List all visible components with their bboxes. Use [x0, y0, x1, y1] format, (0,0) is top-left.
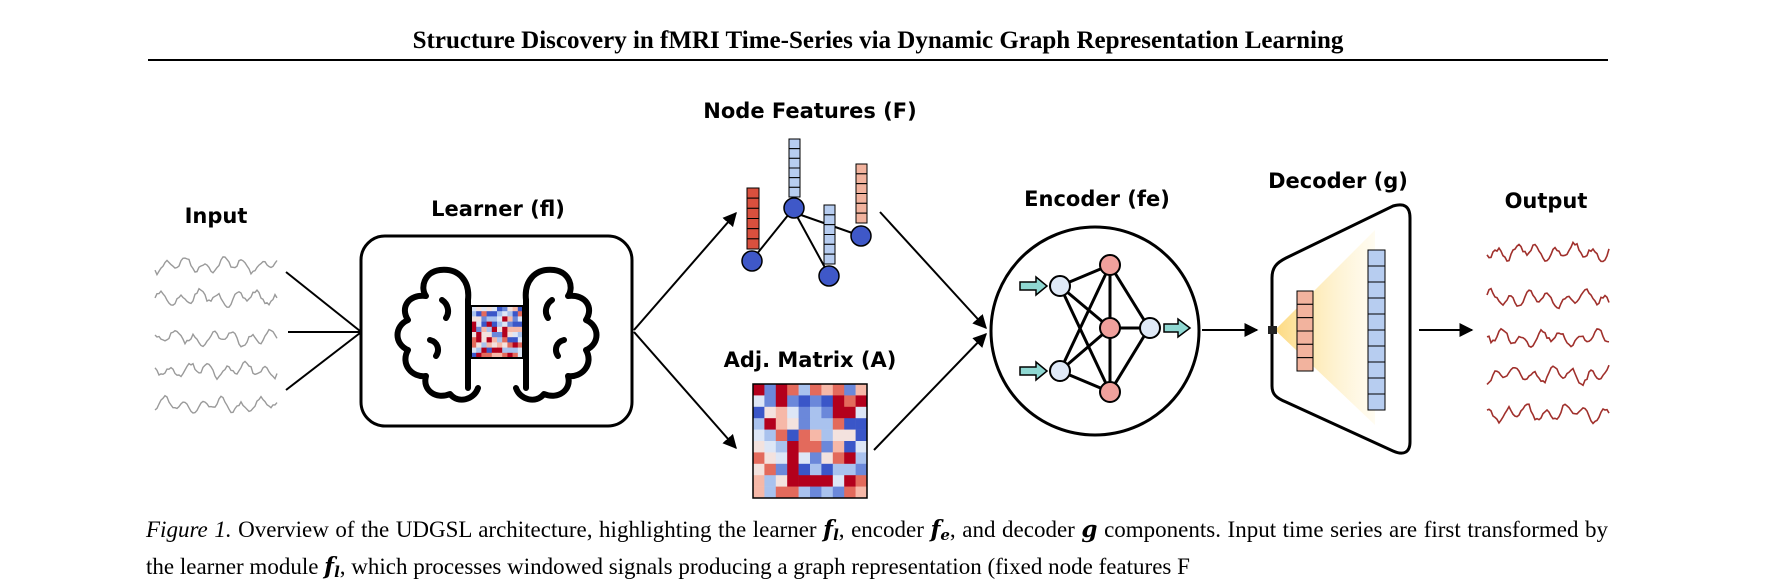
caption-text: first transformed by the learner module: [146, 517, 1609, 579]
figure-caption: Figure 1. Overview of the UDGSL architec…: [146, 514, 1608, 588]
caption-figure-label: Figure 1.: [146, 517, 232, 542]
arrow-learner-to-matrix: [633, 331, 737, 450]
arrow-features-to-encoder: [879, 211, 987, 330]
encoder-circle: [989, 225, 1201, 437]
signal-line: [154, 360, 278, 381]
signal-line: [1486, 403, 1610, 425]
decoder-trapezoid-icon: [1268, 203, 1412, 455]
decoder-label: Decoder (g): [1268, 169, 1408, 193]
caption-text: components. Input time series are: [1104, 517, 1418, 542]
graph-node: [741, 250, 763, 272]
heatmap-icon: [752, 383, 868, 499]
teal-arrow-icon: [1163, 317, 1192, 339]
learner-heatmap-icon: [470, 305, 524, 359]
output-time-series: [1486, 240, 1610, 425]
caption-math-g: g: [1081, 516, 1098, 543]
header-rule: [148, 59, 1608, 61]
arrow-matrix-to-encoder: [873, 332, 987, 451]
signal-line: [1486, 327, 1610, 349]
caption-text: , which processes windowed signals produ…: [339, 554, 1190, 579]
signal-line: [154, 328, 278, 348]
caption-text: , and decoder: [949, 517, 1075, 542]
teal-arrow-icon: [1019, 275, 1049, 297]
encoder-input-node: [1049, 275, 1071, 297]
architecture-figure: Input Learner (fl) Node Features (F) Adj…: [154, 99, 1610, 499]
caption-text: , encoder: [838, 517, 924, 542]
caption-text: Overview of the UDGSL architecture, high…: [238, 517, 817, 542]
output-label: Output: [1505, 189, 1588, 213]
signal-line: [1486, 287, 1610, 310]
neural-network-icon: [1019, 254, 1192, 403]
teal-arrow-icon: [1019, 360, 1049, 382]
input-to-learner-arrows: [285, 271, 361, 391]
caption-math-fl: fl: [324, 553, 340, 581]
learner-label: Learner (fl): [431, 197, 565, 221]
signal-line: [154, 394, 278, 414]
encoder-output-node: [1139, 317, 1161, 339]
encoder-input-node: [1049, 360, 1071, 382]
encoder-hidden-node: [1099, 254, 1121, 276]
graph-node: [818, 265, 840, 287]
input-time-series: [154, 256, 278, 414]
brain-icon: [394, 266, 600, 403]
signal-line: [154, 287, 278, 308]
graph-node: [783, 197, 805, 219]
adj-matrix-label: Adj. Matrix (A): [724, 348, 897, 372]
signal-line: [1486, 364, 1610, 387]
graph-icon: [741, 138, 872, 287]
node-features-label: Node Features (F): [703, 99, 916, 123]
caption-math-fl: fl: [823, 516, 839, 544]
encoder-hidden-node: [1099, 317, 1121, 339]
graph-node: [850, 225, 872, 247]
encoder-label: Encoder (fe): [1024, 187, 1170, 211]
arrow-learner-to-features: [633, 211, 737, 331]
signal-line: [154, 256, 278, 277]
signal-line: [1486, 240, 1610, 263]
input-label: Input: [185, 204, 248, 228]
encoder-hidden-node: [1099, 381, 1121, 403]
caption-math-fe: fe: [930, 516, 950, 544]
paper-header-title: Structure Discovery in fMRI Time-Series …: [412, 27, 1344, 54]
